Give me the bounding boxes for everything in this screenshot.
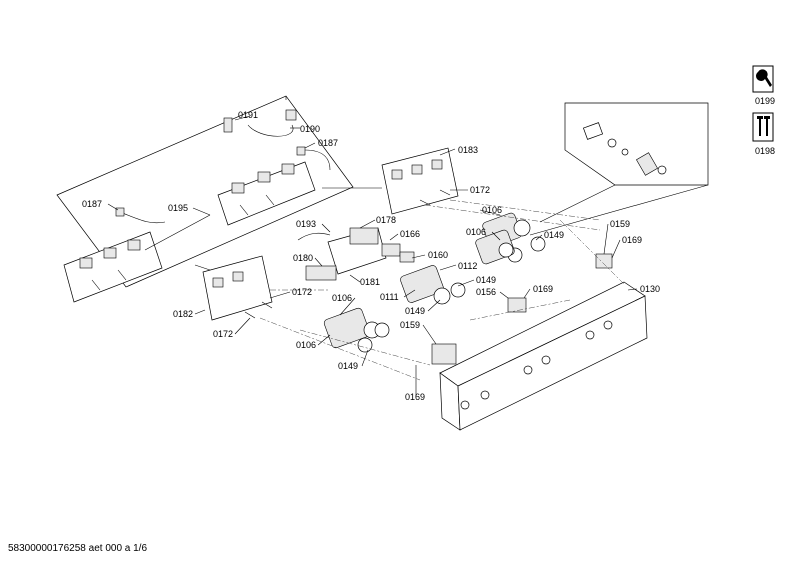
label-0187-lower: 0187 <box>82 199 102 209</box>
label-0182: 0182 <box>173 309 193 319</box>
label-0130: 0130 <box>640 284 660 294</box>
control-block-0182 <box>202 255 273 321</box>
label-0169-c: 0169 <box>405 392 425 402</box>
label-0172-c: 0172 <box>213 329 233 339</box>
label-0111: 0111 <box>380 292 399 302</box>
leader-lines <box>107 115 638 396</box>
label-0169-a: 0169 <box>533 284 553 294</box>
label-0172-upper: 0172 <box>470 185 490 195</box>
label-0156: 0156 <box>476 287 496 297</box>
label-0159-b: 0159 <box>400 320 420 330</box>
label-0106-c: 0106 <box>332 293 352 303</box>
terminal-block-0181 <box>297 227 415 281</box>
label-0195: 0195 <box>168 203 188 213</box>
label-0149-a: 0149 <box>544 230 564 240</box>
control-block-0183 <box>381 147 459 215</box>
control-block-upper-left <box>217 161 316 226</box>
tool-label-0198: 0198 <box>755 146 775 156</box>
label-0191: 0191 <box>238 110 258 120</box>
label-0112: 0112 <box>458 261 477 271</box>
label-0181: 0181 <box>360 277 380 287</box>
label-0149-d: 0149 <box>338 361 358 371</box>
rotary-switch-0106-lower <box>323 307 390 353</box>
rotary-switch-0106-mid <box>475 229 515 265</box>
tool-label-0199: 0199 <box>755 96 775 106</box>
label-0172-b: 0172 <box>292 287 312 297</box>
label-0149-b: 0149 <box>476 275 496 285</box>
label-0169-b: 0169 <box>622 235 642 245</box>
rotary-switch-0111 <box>400 265 466 305</box>
screws-icon <box>752 112 774 142</box>
label-0106-b: 0106 <box>466 227 486 237</box>
control-panel-0130 <box>439 281 648 431</box>
label-0166: 0166 <box>400 229 420 239</box>
wrench-icon <box>752 65 774 93</box>
control-block-lower-left <box>63 231 163 303</box>
label-0159-a: 0159 <box>610 219 630 229</box>
label-0178: 0178 <box>376 215 396 225</box>
label-0190: 0190 <box>300 124 320 134</box>
label-0180: 0180 <box>293 253 313 263</box>
document-footer: 58300000176258 aet 000 a 1/6 <box>8 543 148 554</box>
block-0159-lower <box>431 343 457 365</box>
block-0156 <box>507 297 527 313</box>
small-parts-detail-box <box>529 102 709 236</box>
label-0106-d: 0106 <box>296 340 316 350</box>
label-0187-upper: 0187 <box>318 138 338 148</box>
label-0160: 0160 <box>428 250 448 260</box>
label-0149-c: 0149 <box>405 306 425 316</box>
block-0159-right <box>595 253 613 269</box>
label-0106-a: 0106 <box>482 205 502 215</box>
label-0193: 0193 <box>296 219 316 229</box>
label-0183: 0183 <box>458 145 478 155</box>
